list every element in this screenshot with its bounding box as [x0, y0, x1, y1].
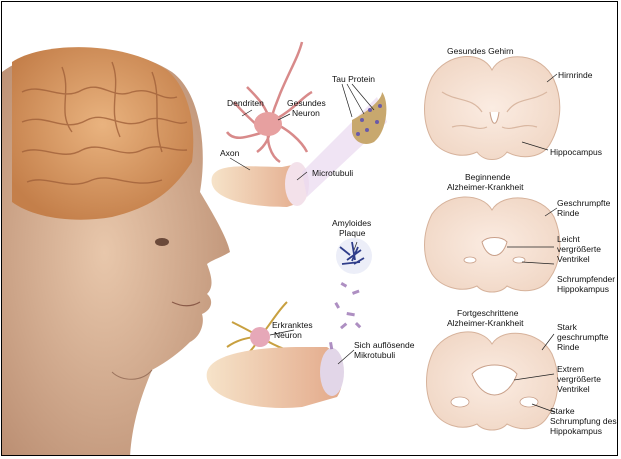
label-fortgeschrittene-1: Fortgeschrittene [457, 308, 518, 318]
label-starke-3: Hippokampus [550, 426, 602, 436]
label-amyloides-1: Amyloides [332, 218, 371, 228]
label-stark-2: geschrumpfte [557, 332, 609, 342]
label-erkranktes-2: Neuron [274, 330, 302, 340]
healthy-neuron [212, 42, 387, 207]
label-stark-1: Stark [557, 322, 577, 332]
label-geschrumpfte-2: Rinde [557, 208, 579, 218]
label-gesundes-neuron-2: Neuron [292, 108, 320, 118]
label-axon: Axon [220, 148, 239, 158]
label-beginnende-1: Beginnende [465, 172, 510, 182]
label-leicht-3: Ventrikel [557, 254, 590, 264]
label-beginnende-2: Alzheimer-Krankheit [447, 182, 524, 192]
label-schrumpfender-1: Schrumpfender [557, 274, 615, 284]
label-extrem-1: Extrem [557, 364, 584, 374]
label-tau-protein: Tau Protein [332, 74, 375, 84]
label-fortgeschrittene-2: Alzheimer-Krankheit [447, 318, 524, 328]
label-gesundes-neuron-1: Gesundes [287, 98, 326, 108]
label-dendriten: Dendriten [227, 98, 264, 108]
human-head [2, 47, 230, 456]
label-starke-2: Schrumpfung des [550, 416, 617, 426]
label-starke-1: Starke [550, 406, 575, 416]
eye [155, 238, 169, 246]
brain-section-beginning [425, 197, 560, 292]
label-gesundes-gehirn: Gesundes Gehirn [447, 46, 514, 56]
label-schrumpfender-2: Hippokampus [557, 284, 609, 294]
label-erkranktes-1: Erkranktes [272, 320, 313, 330]
label-amyloides-2: Plaque [339, 228, 365, 238]
brain-section-healthy [425, 56, 560, 159]
label-hirnrinde: Hirnrinde [558, 70, 593, 80]
label-hippocampus: Hippocampus [550, 147, 602, 157]
label-extrem-3: Ventrikel [557, 384, 590, 394]
label-aufloesende-1: Sich auflösende [354, 340, 415, 350]
brain-section-advanced [427, 332, 558, 430]
amyloid-plaque [336, 238, 372, 274]
label-leicht-1: Leicht [557, 234, 580, 244]
label-aufloesende-2: Mikrotubuli [354, 350, 395, 360]
label-leicht-2: vergrößerte [557, 244, 601, 254]
label-stark-3: Rinde [557, 342, 579, 352]
label-geschrumpfte-1: Geschrumpfte [557, 198, 610, 208]
label-microtubuli: Microtubuli [312, 168, 353, 178]
label-extrem-2: vergrößerte [557, 374, 601, 384]
